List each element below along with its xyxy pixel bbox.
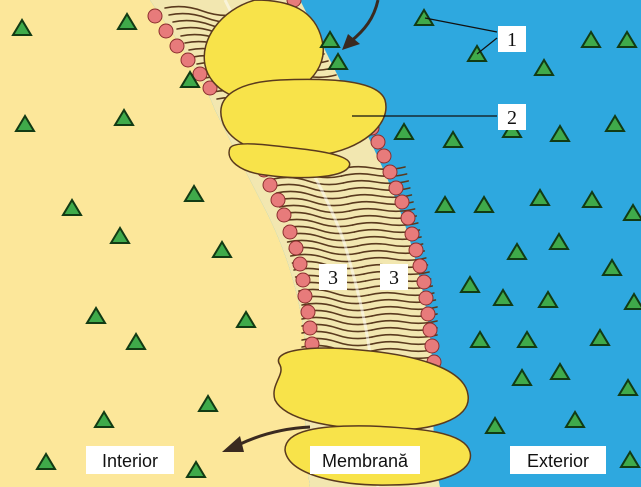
lipid-head <box>389 181 403 195</box>
lipid-head <box>413 259 427 273</box>
lipid-head <box>401 211 415 225</box>
lipid-head <box>296 273 310 287</box>
callout-1: 1 <box>507 29 517 51</box>
lipid-head <box>425 339 439 353</box>
lipid-head <box>419 291 433 305</box>
lipid-head <box>293 257 307 271</box>
lipid-head <box>409 243 423 257</box>
interior-label: Interior <box>102 451 158 471</box>
lipid-head <box>383 165 397 179</box>
lipid-head <box>421 307 435 321</box>
lipid-head <box>423 323 437 337</box>
lipid-head <box>277 208 291 222</box>
lipid-head <box>263 178 277 192</box>
membrane-label: Membrană <box>322 451 409 471</box>
lipid-head <box>289 241 303 255</box>
lipid-head <box>170 39 184 53</box>
callout-3-left: 3 <box>328 267 338 289</box>
lipid-head <box>283 225 297 239</box>
callout-2: 2 <box>507 107 517 129</box>
lipid-head <box>417 275 431 289</box>
lipid-head <box>377 149 391 163</box>
lipid-head <box>181 53 195 67</box>
lipid-head <box>271 193 285 207</box>
lipid-head <box>298 289 312 303</box>
lipid-head <box>148 9 162 23</box>
callout-3-right: 3 <box>389 267 399 289</box>
exterior-label: Exterior <box>527 451 589 471</box>
lipid-head <box>405 227 419 241</box>
lipid-head <box>301 305 315 319</box>
lipid-head <box>303 321 317 335</box>
lipid-head <box>395 195 409 209</box>
lipid-head <box>159 24 173 38</box>
lipid-head <box>371 135 385 149</box>
